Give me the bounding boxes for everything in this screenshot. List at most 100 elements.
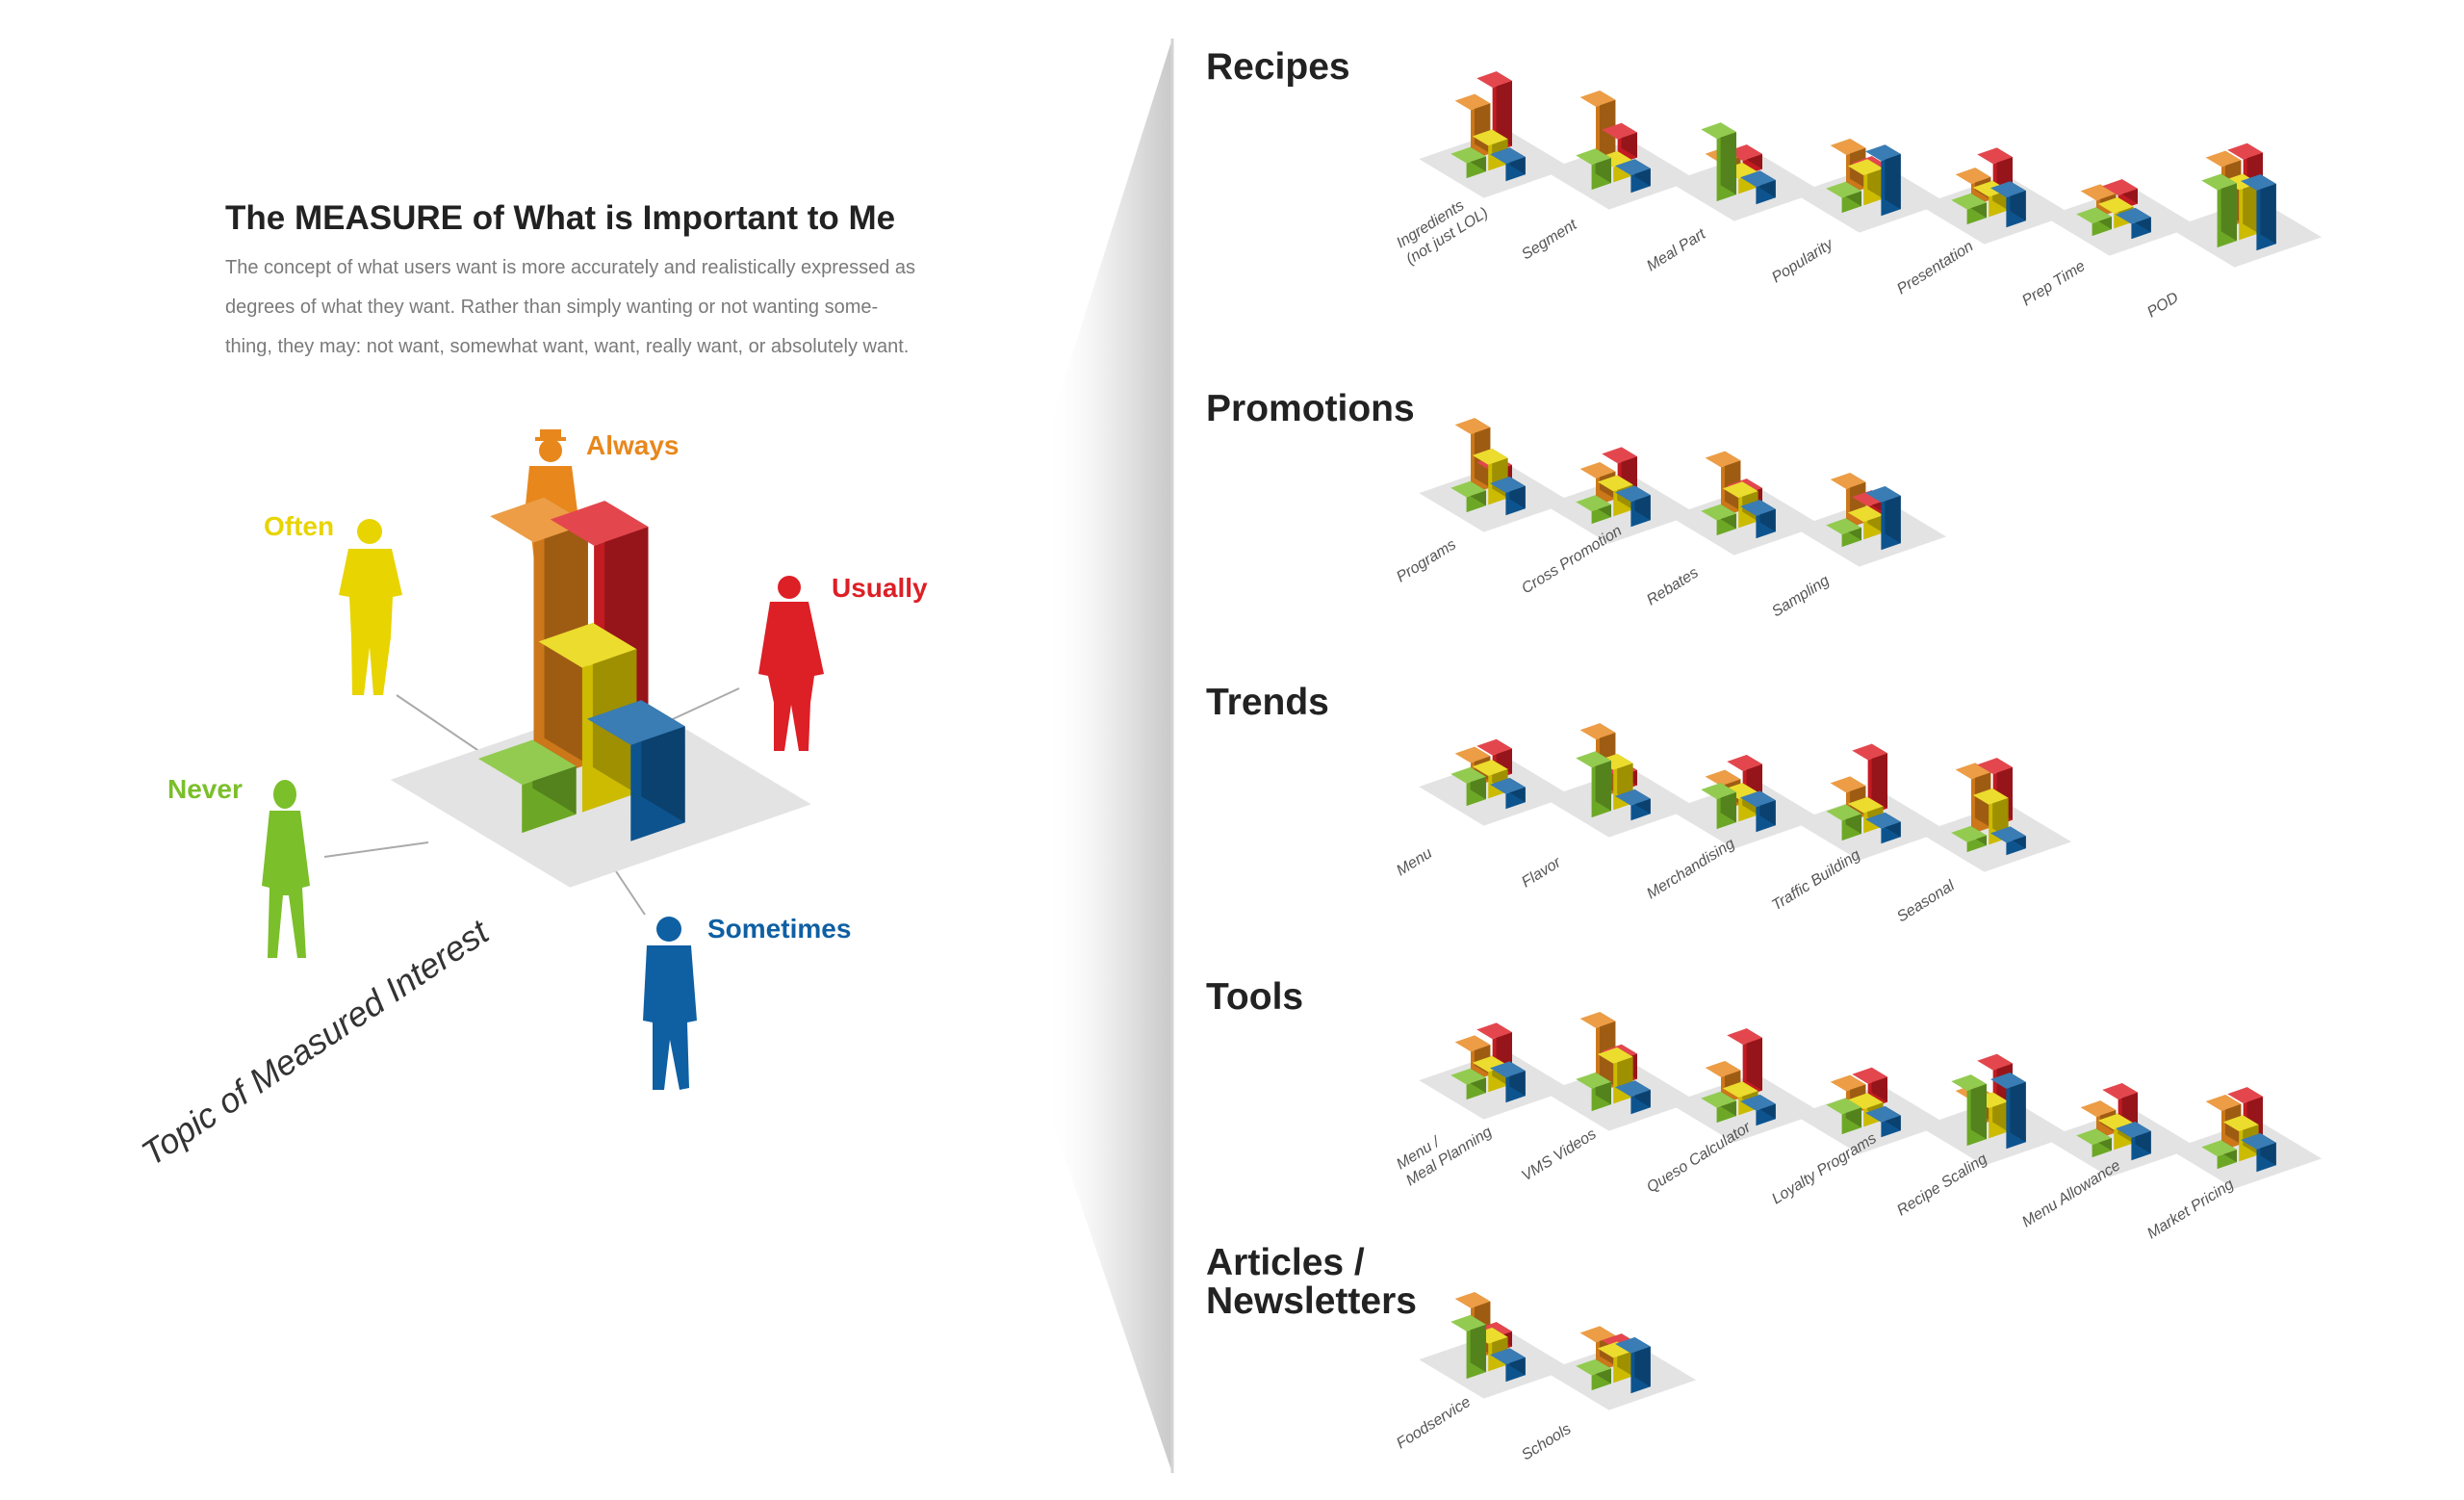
topic-label: Meal Part — [1644, 225, 1709, 274]
bar-usually — [1602, 122, 1637, 165]
person-silhouette-often — [339, 519, 402, 695]
topic-bars — [1544, 447, 1697, 544]
bar-sometimes — [1740, 1094, 1776, 1126]
bar-often — [1972, 1092, 2009, 1139]
category-title: Trends — [1206, 682, 1329, 723]
bar-never — [1576, 751, 1611, 818]
bar-often — [1847, 159, 1884, 206]
topic-label: Traffic Building — [1769, 846, 1863, 914]
bar-never — [1951, 825, 1987, 853]
topic-bars — [1544, 1011, 1697, 1131]
topic-label: Seasonal — [1894, 877, 1958, 925]
bar-never — [1951, 193, 1987, 225]
topic-bars — [1419, 1022, 1572, 1120]
bar-sometimes — [1740, 170, 1776, 205]
topic-bars — [1794, 1067, 1947, 1154]
topic-bars — [1669, 122, 1822, 221]
bar-sometimes — [1615, 485, 1651, 528]
category-title: Promotions — [1206, 388, 1415, 429]
bar-never — [2076, 207, 2112, 237]
bar-sometimes — [1990, 1073, 2026, 1150]
topic-bars — [1669, 754, 1822, 849]
category-title: Newsletters — [1206, 1280, 1417, 1322]
topic-label: Menu Allowance — [2019, 1157, 2123, 1230]
bar-never — [1826, 518, 1861, 548]
bar-never — [1576, 148, 1611, 191]
topic-bars — [1919, 1053, 2072, 1166]
bar-sometimes — [2116, 1122, 2151, 1161]
topic-bars — [1919, 147, 2072, 245]
topic-bars — [2169, 142, 2323, 268]
category-title: Tools — [1206, 976, 1303, 1018]
topic-label: Presentation — [1894, 238, 1976, 297]
topic-label: Flavor — [1519, 854, 1564, 891]
bar-usually — [1727, 1028, 1762, 1098]
bar-sometimes — [2241, 1133, 2276, 1173]
bar-never — [1450, 1314, 1486, 1380]
topic-bars — [1919, 758, 2072, 872]
topic-label: Rebates — [1644, 564, 1702, 608]
bar-never — [1826, 181, 1861, 214]
bar-sometimes — [1865, 1105, 1901, 1138]
topic-bars — [2044, 1082, 2197, 1177]
bar-sometimes — [1615, 159, 1651, 194]
bar-never — [1826, 1098, 1861, 1135]
bar-never — [1826, 804, 1861, 841]
person-silhouette-sometimes — [643, 917, 697, 1090]
bar-sometimes — [1490, 147, 1526, 182]
topic-bars — [1419, 738, 1572, 826]
topic-label: Sampling — [1769, 573, 1833, 621]
legend-label-always: Always — [586, 430, 680, 460]
bar-never — [1701, 122, 1736, 202]
bar-never — [1576, 1358, 1611, 1391]
bar-often — [1847, 505, 1884, 540]
legend-sample-topic — [390, 497, 811, 888]
topic-label: Merchandising — [1644, 836, 1737, 903]
bar-never — [1576, 1072, 1611, 1112]
topic-bars — [1794, 743, 1947, 861]
topic-label: Foodservice — [1394, 1394, 1474, 1453]
topic-label: Queso Calculator — [1644, 1119, 1754, 1196]
topic-label: POD — [2144, 289, 2182, 321]
topic-bars — [1794, 138, 1947, 233]
topic-label: Prep Time — [2019, 258, 2089, 310]
bar-never — [1450, 146, 1486, 179]
bar-sometimes — [2116, 207, 2151, 240]
bar-sometimes — [1490, 1061, 1526, 1103]
legend-label-usually: Usually — [832, 573, 928, 603]
bar-sometimes — [1740, 790, 1776, 833]
topic-label: Segment — [1519, 217, 1580, 264]
category-title: Articles / — [1206, 1242, 1365, 1283]
bar-never — [2076, 1128, 2112, 1158]
bar-never — [1701, 1091, 1736, 1124]
intro-body-line: The concept of what users want is more a… — [225, 257, 915, 278]
bar-never — [2201, 1140, 2237, 1170]
bar-never — [1576, 495, 1611, 525]
category-title: Recipes — [1206, 46, 1350, 88]
bar-sometimes — [1865, 144, 1901, 217]
topic-bars — [1669, 1028, 1822, 1143]
bar-sometimes — [1490, 477, 1526, 516]
topic-bars — [1419, 1291, 1572, 1399]
bar-sometimes — [1615, 1336, 1651, 1394]
topic-bars — [1669, 451, 1822, 556]
person-silhouette-never — [262, 780, 310, 958]
bar-never — [1951, 1074, 1987, 1147]
topic-bars — [1544, 1326, 1697, 1410]
topic-bars — [1544, 723, 1697, 838]
bar-sometimes — [1990, 826, 2026, 856]
bar-sometimes — [1615, 789, 1651, 821]
bar-never — [2201, 173, 2237, 248]
legend-label-often: Often — [264, 511, 334, 541]
bar-never — [1450, 1068, 1486, 1100]
legend-label-never: Never — [167, 774, 243, 804]
intro-title: The MEASURE of What is Important to Me — [225, 199, 895, 237]
bar-never — [477, 739, 577, 834]
topic-label: Recipe Scaling — [1894, 1151, 1990, 1219]
topic-label: Loyalty Programs — [1769, 1130, 1880, 1207]
bar-sometimes — [1990, 181, 2026, 228]
